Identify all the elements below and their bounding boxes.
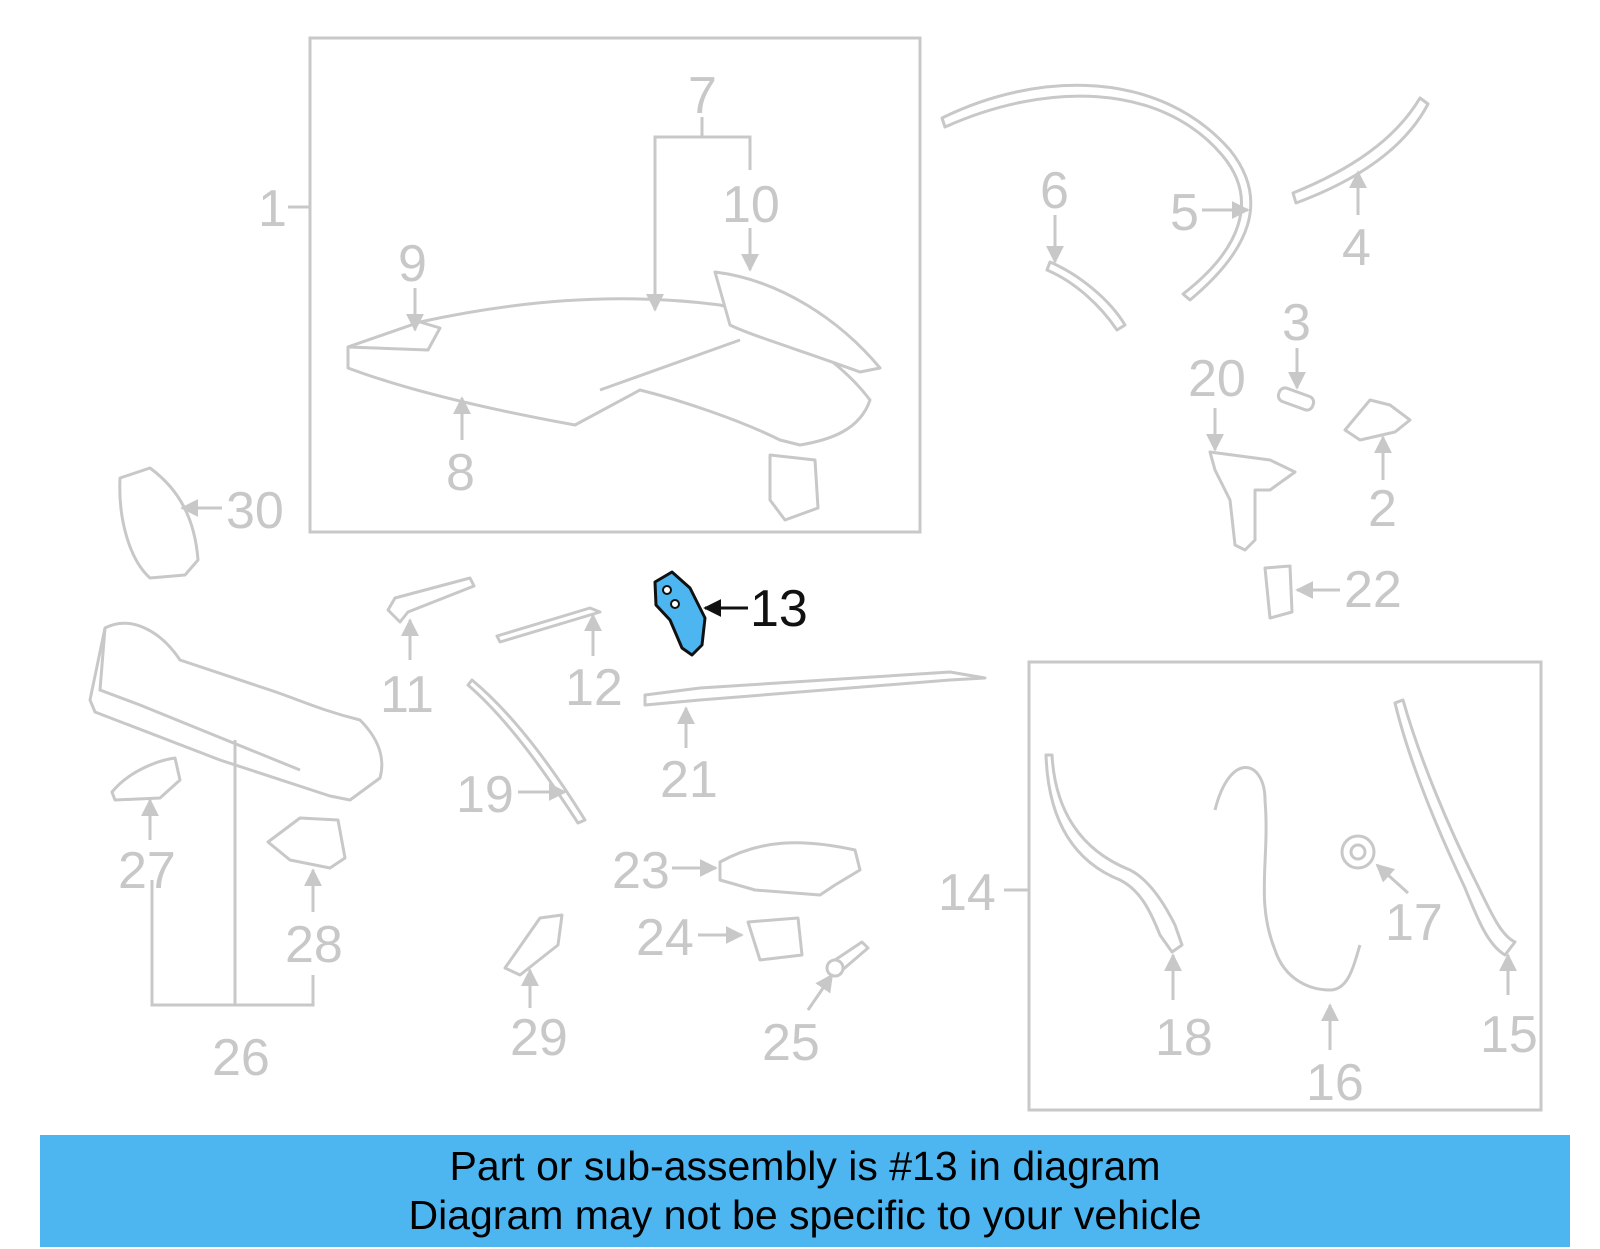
callout-18: 18 <box>1155 1009 1213 1067</box>
callout-21: 21 <box>660 751 718 809</box>
callout-13: 13 <box>750 580 808 638</box>
parts-diagram: 1 7 10 9 8 6 5 4 3 20 2 22 30 26 27 <box>88 36 1543 1112</box>
callout-26: 26 <box>212 1029 270 1087</box>
callout-16: 16 <box>1306 1054 1364 1112</box>
roof-assembly-box <box>308 36 922 534</box>
callout-17: 17 <box>1385 894 1443 952</box>
pin-part-3 <box>1276 386 1316 412</box>
callout-7: 7 <box>688 67 717 125</box>
grommet-part-17 <box>1340 834 1376 870</box>
callout-4: 4 <box>1342 219 1371 277</box>
cable-part-21 <box>643 670 987 707</box>
cover-part-30 <box>118 466 200 580</box>
seal-part-5 <box>940 83 1253 302</box>
callout-1: 1 <box>258 180 287 238</box>
cable-part-18 <box>1044 753 1184 954</box>
callout-15: 15 <box>1480 1006 1538 1064</box>
clip-part-22 <box>1263 564 1294 620</box>
roof-panel-part <box>346 270 882 522</box>
seal-part-4 <box>1291 96 1430 205</box>
banner-line-1: Part or sub-assembly is #13 in diagram <box>449 1143 1161 1189</box>
callout-23: 23 <box>612 842 670 900</box>
callout-8: 8 <box>446 444 475 502</box>
info-banner: Part or sub-assembly is #13 in diagram D… <box>40 1135 1570 1247</box>
callout-24: 24 <box>636 909 694 967</box>
banner-line-2: Diagram may not be specific to your vehi… <box>408 1192 1202 1238</box>
bracket-part-29 <box>503 913 564 977</box>
seal-part-6 <box>1045 260 1127 332</box>
callout-22: 22 <box>1344 561 1402 619</box>
callout-3: 3 <box>1282 294 1311 352</box>
callout-25: 25 <box>762 1014 820 1072</box>
bracket-part-28 <box>266 816 347 870</box>
callout-10: 10 <box>722 176 780 234</box>
cable-assembly-box <box>1027 660 1543 1112</box>
bracket-part-2 <box>1343 398 1412 442</box>
frame-part-26 <box>88 621 384 802</box>
harness-part-16 <box>1213 766 1362 992</box>
callout-29: 29 <box>510 1009 568 1067</box>
pad-part-27 <box>110 756 182 802</box>
block-part-24 <box>746 916 804 962</box>
rod-part-12 <box>495 606 602 644</box>
latch-part-20 <box>1208 450 1297 552</box>
callout-11: 11 <box>380 666 434 724</box>
callout-28: 28 <box>285 916 343 974</box>
callout-2: 2 <box>1368 480 1397 538</box>
callout-30: 30 <box>226 482 284 540</box>
lever-part-11 <box>386 576 476 624</box>
callout-14: 14 <box>938 864 996 922</box>
callout-6: 6 <box>1040 162 1069 220</box>
callout-9: 9 <box>398 235 427 293</box>
callout-27: 27 <box>118 842 176 900</box>
bracket-part-13-highlighted <box>653 570 707 657</box>
callout-12: 12 <box>565 659 623 717</box>
callout-5: 5 <box>1170 184 1199 242</box>
callout-19: 19 <box>456 766 514 824</box>
pad-part-23 <box>718 841 862 897</box>
callout-20: 20 <box>1188 350 1246 408</box>
